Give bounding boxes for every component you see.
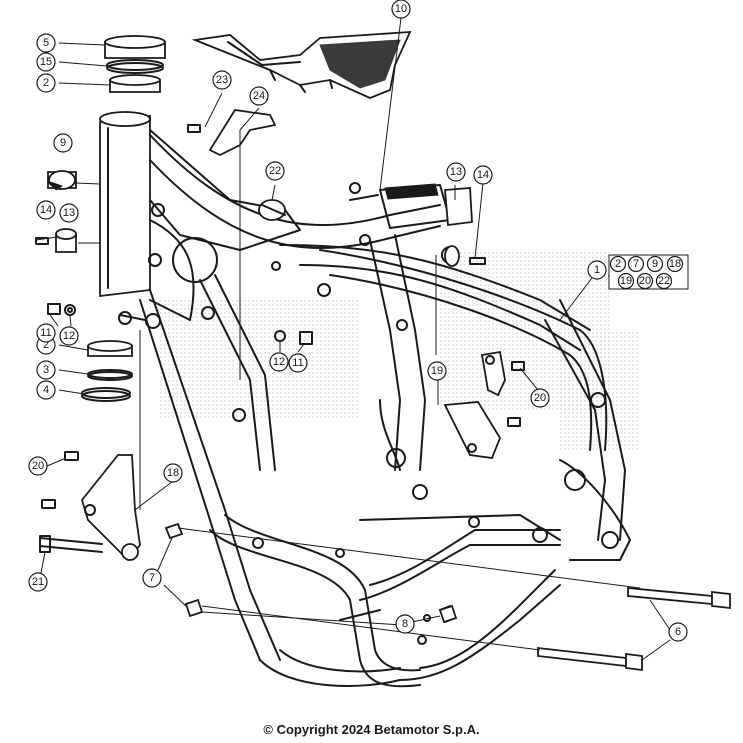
svg-text:19: 19 — [431, 365, 443, 377]
svg-text:18: 18 — [167, 467, 179, 479]
callout-7: 7 — [142, 568, 162, 588]
callout-3: 3 — [36, 360, 56, 380]
svg-text:7: 7 — [149, 572, 155, 584]
svg-text:18: 18 — [669, 258, 681, 270]
long-bolts-6 — [537, 587, 731, 672]
callout-2: 2 — [36, 73, 56, 93]
svg-text:7: 7 — [633, 258, 639, 270]
nuts-7 — [164, 522, 204, 618]
kit-item-19: 19 — [617, 272, 635, 290]
svg-text:13: 13 — [450, 166, 462, 178]
kit-item-22: 22 — [655, 272, 673, 290]
steering-lower-bearing-stack — [81, 340, 133, 402]
kit-item-18: 18 — [666, 255, 684, 273]
callout-11b: 11 — [288, 353, 308, 373]
svg-text:20: 20 — [534, 392, 546, 404]
callout-18: 18 — [163, 463, 183, 483]
callout-20b: 20 — [28, 456, 48, 476]
svg-text:8: 8 — [402, 618, 408, 630]
bracket-18 — [39, 451, 141, 562]
svg-text:1: 1 — [594, 264, 600, 276]
svg-text:10: 10 — [395, 3, 407, 15]
svg-text:3: 3 — [43, 364, 49, 376]
bolt-11-washer-12 — [47, 303, 313, 345]
callout-14b: 14 — [473, 165, 493, 185]
callout-12: 12 — [59, 326, 79, 346]
callout-11: 11 — [36, 323, 56, 343]
watermark-dots — [160, 250, 640, 450]
callout-1: 1 — [587, 260, 607, 280]
callout-4: 4 — [36, 380, 56, 400]
steering-top-bearing-stack — [104, 35, 166, 93]
callout-10: 10 — [391, 0, 411, 19]
svg-text:2: 2 — [43, 77, 49, 89]
svg-text:4: 4 — [43, 384, 49, 396]
svg-text:11: 11 — [40, 327, 51, 339]
svg-text:12: 12 — [63, 330, 75, 342]
callout-13: 13 — [59, 203, 79, 223]
kit-item-7: 7 — [627, 255, 645, 273]
svg-text:22: 22 — [269, 165, 281, 177]
callout-20: 20 — [530, 388, 550, 408]
callout-15: 15 — [36, 52, 56, 72]
callout-19: 19 — [427, 361, 447, 381]
callout-22: 22 — [265, 161, 285, 181]
svg-text:24: 24 — [253, 90, 265, 102]
mounting-bracket-24 — [187, 109, 277, 157]
callout-9: 9 — [53, 133, 73, 153]
frame-main — [99, 111, 631, 688]
kit-item-20: 20 — [636, 272, 654, 290]
kit-item-9: 9 — [646, 255, 664, 273]
callout-13b: 13 — [446, 162, 466, 182]
svg-text:2: 2 — [615, 258, 621, 270]
kit-item-2: 2 — [609, 255, 627, 273]
svg-text:9: 9 — [60, 137, 66, 149]
callout-21: 21 — [28, 572, 48, 592]
svg-text:22: 22 — [658, 275, 670, 287]
mount-13-14-right — [444, 187, 486, 267]
svg-text:23: 23 — [216, 74, 228, 86]
cable-clamp — [47, 170, 77, 191]
callout-8: 8 — [395, 614, 415, 634]
copyright-notice: © Copyright 2024 Betamotor S.p.A. — [263, 722, 480, 737]
svg-text:14: 14 — [477, 169, 489, 181]
svg-text:21: 21 — [32, 576, 44, 588]
svg-text:2: 2 — [43, 339, 49, 351]
callout-6: 6 — [668, 622, 688, 642]
svg-text:11: 11 — [292, 357, 303, 369]
callout-23: 23 — [212, 70, 232, 90]
cable-clamp-2 — [258, 199, 286, 221]
leader-lines — [35, 17, 671, 661]
callout-24: 24 — [249, 86, 269, 106]
svg-text:6: 6 — [675, 626, 681, 638]
callout-5: 5 — [36, 33, 56, 53]
svg-text:9: 9 — [652, 258, 658, 270]
callout-12b: 12 — [269, 352, 289, 372]
nut-8 — [438, 604, 458, 624]
svg-text:13: 13 — [63, 207, 75, 219]
svg-text:14: 14 — [40, 204, 52, 216]
svg-text:5: 5 — [43, 37, 49, 49]
svg-text:15: 15 — [40, 56, 52, 68]
svg-text:19: 19 — [620, 275, 632, 287]
svg-text:20: 20 — [32, 460, 44, 472]
brackets-19 — [443, 350, 525, 459]
kit-box: 2 7 9 18 19 20 22 — [608, 254, 689, 290]
callout-14: 14 — [36, 200, 56, 220]
skid-plate — [191, 31, 412, 99]
svg-text:12: 12 — [273, 356, 285, 368]
svg-text:20: 20 — [639, 275, 651, 287]
bushing-13 — [35, 228, 77, 253]
